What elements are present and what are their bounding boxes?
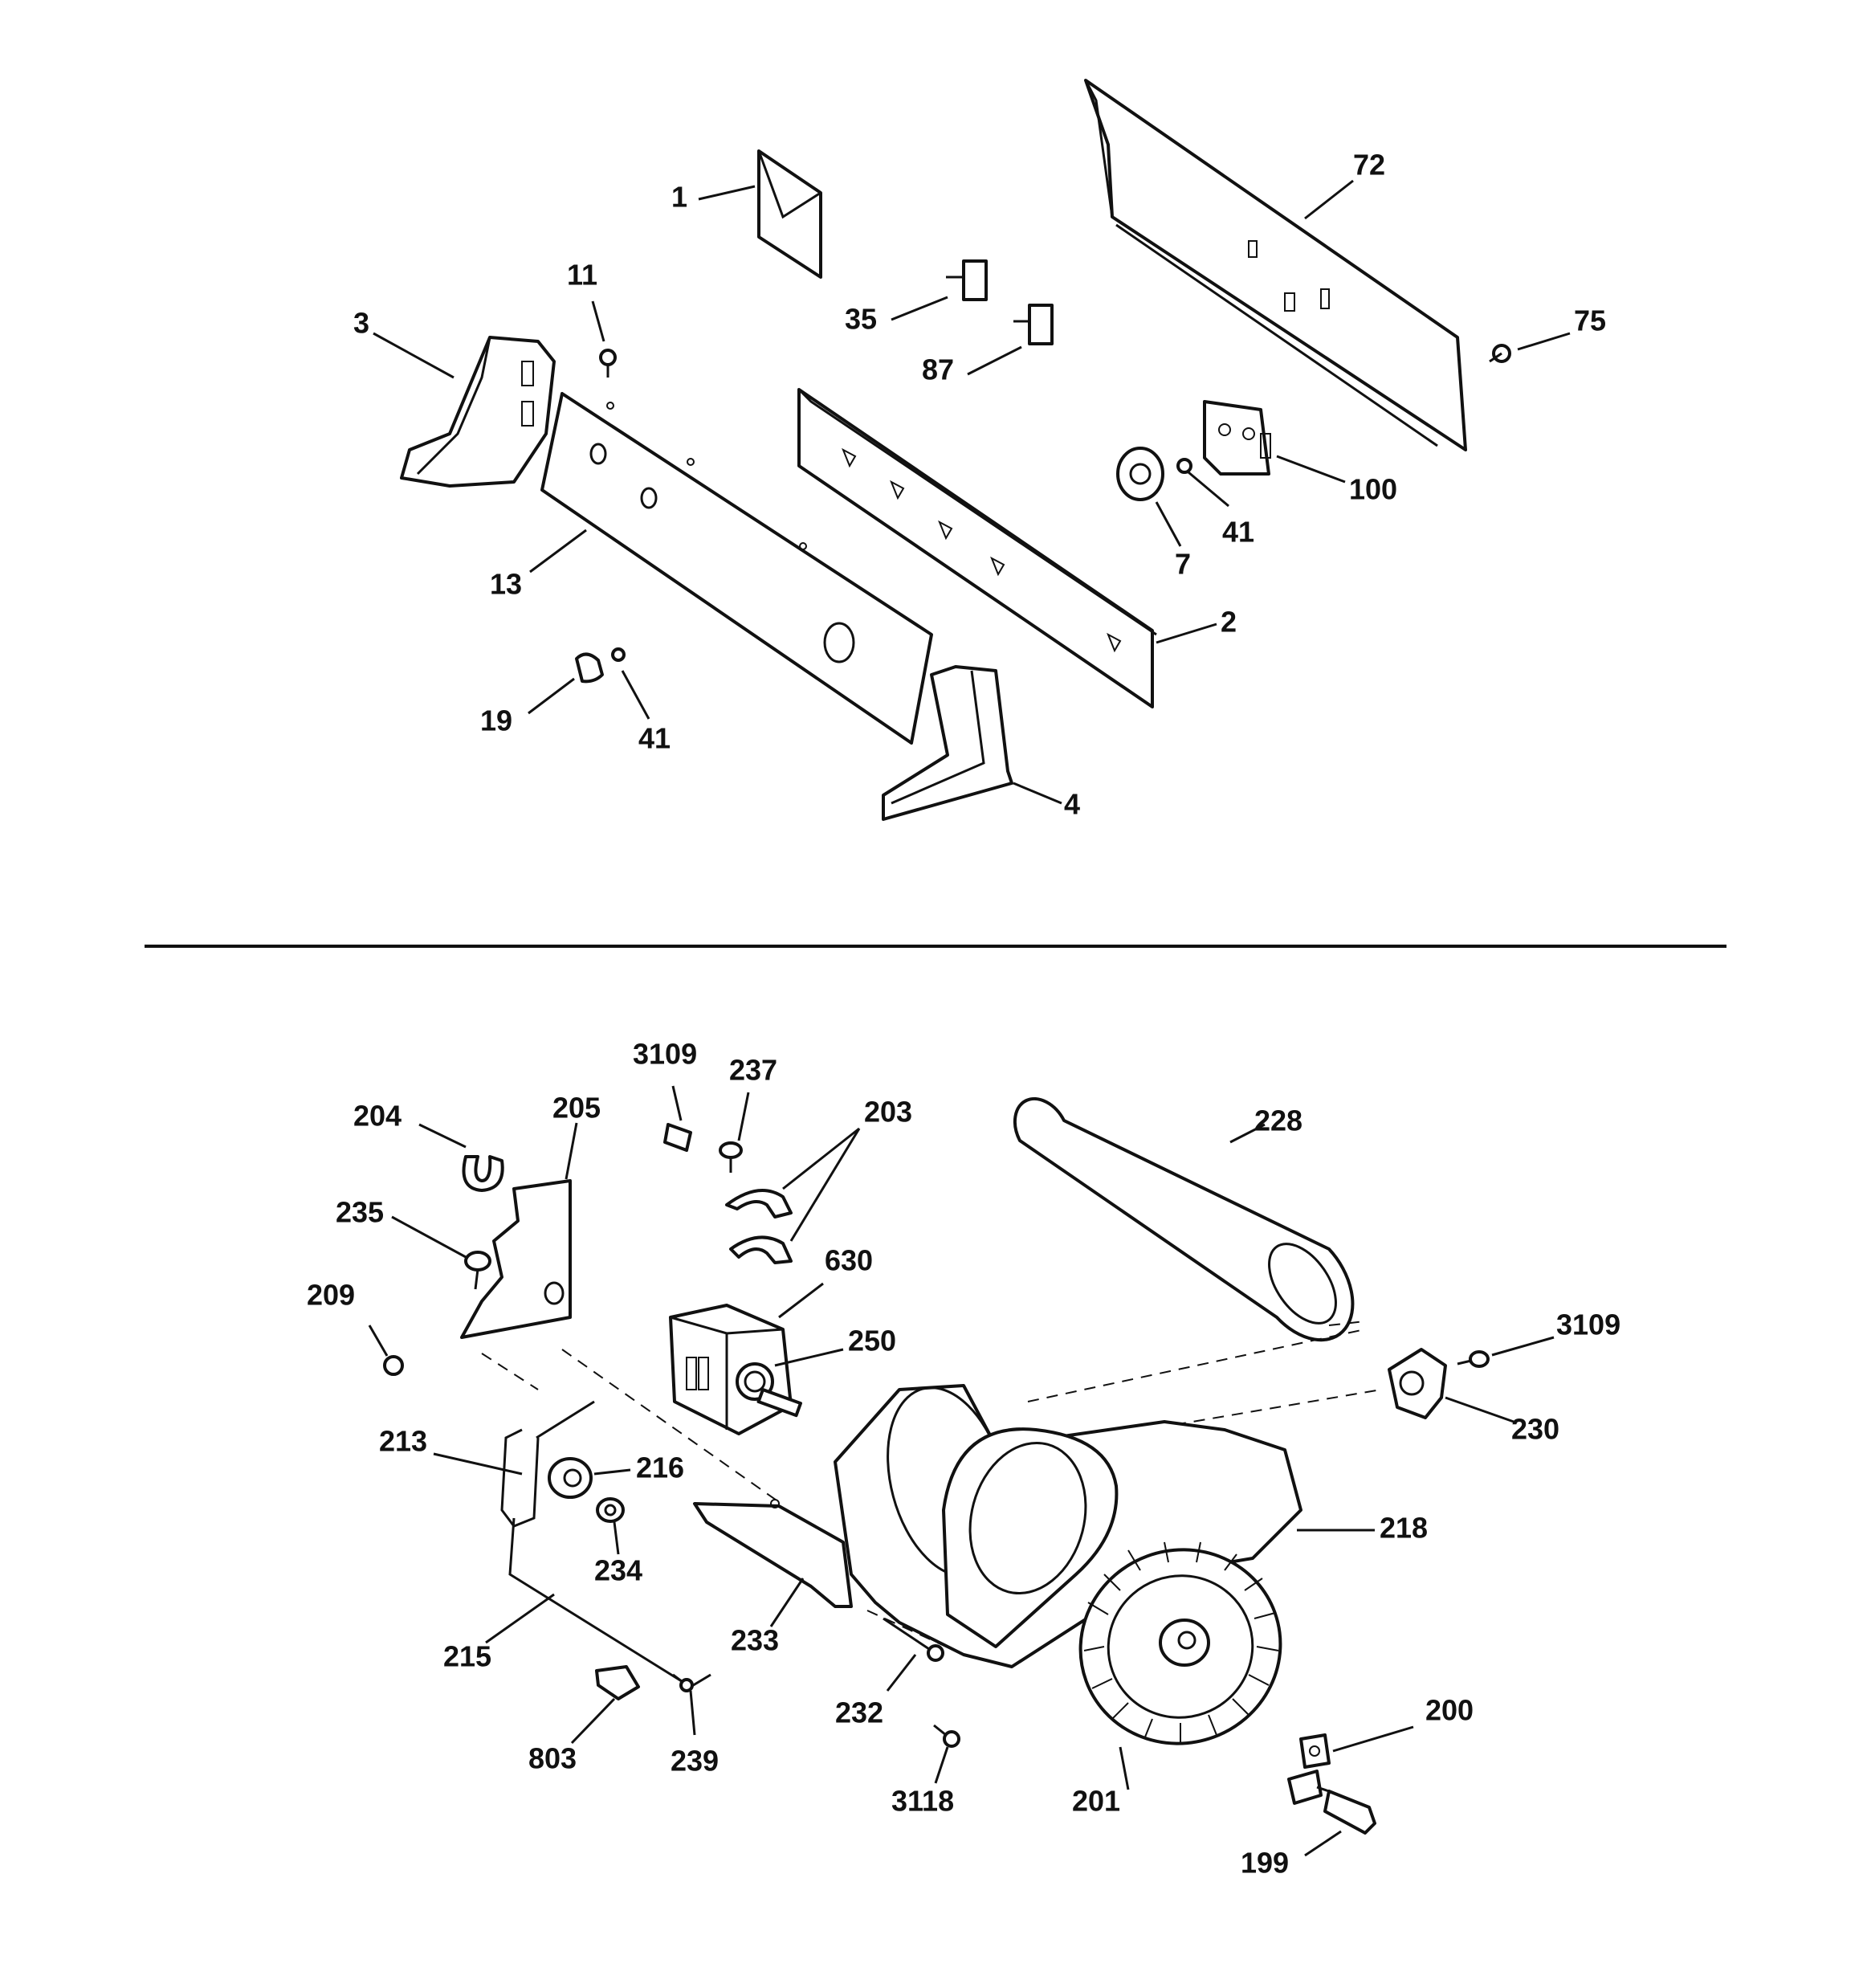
label-1: 1 (671, 181, 687, 214)
label-237: 237 (729, 1054, 777, 1087)
label-41-upper: 41 (1222, 516, 1254, 549)
guide-line (561, 1349, 780, 1503)
part-19-knob (528, 652, 604, 715)
part-218-blower-housing (834, 1384, 1375, 1668)
label-803: 803 (528, 1742, 577, 1775)
label-209: 209 (307, 1279, 355, 1312)
part-205-bracket (460, 1122, 578, 1339)
part-230-bracket (1388, 1348, 1514, 1423)
part-3118-screw (933, 1724, 960, 1784)
label-235: 235 (336, 1196, 384, 1229)
label-2: 2 (1221, 606, 1237, 639)
part-803-clip (570, 1665, 640, 1745)
label-234: 234 (594, 1554, 642, 1587)
label-216: 216 (636, 1451, 684, 1484)
label-205: 205 (552, 1092, 601, 1125)
part-4-bracket (882, 665, 1062, 821)
label-35: 35 (845, 303, 877, 336)
label-200: 200 (1425, 1694, 1474, 1727)
label-199: 199 (1241, 1847, 1289, 1880)
part-41-upper (1176, 458, 1229, 508)
part-7-knob (1116, 447, 1182, 547)
part-100-timer (1203, 400, 1346, 484)
part-234-nut (596, 1497, 625, 1555)
label-41-lower: 41 (638, 722, 671, 755)
part-35-clip (891, 259, 988, 321)
part-11-screw (591, 300, 617, 378)
label-203: 203 (864, 1096, 912, 1129)
bottom-assembly (368, 1085, 1555, 1857)
label-3118: 3118 (891, 1785, 954, 1818)
label-87: 87 (922, 353, 954, 386)
label-215: 215 (443, 1640, 491, 1673)
part-3109-screw-left (663, 1085, 692, 1152)
label-100: 100 (1349, 473, 1397, 506)
part-235-screw (391, 1215, 491, 1290)
label-3109-right: 3109 (1556, 1308, 1620, 1341)
label-72: 72 (1353, 149, 1385, 182)
part-250-shaft (736, 1348, 844, 1418)
label-7: 7 (1175, 548, 1191, 581)
part-2-channel (797, 388, 1217, 708)
label-13: 13 (490, 568, 522, 601)
label-239: 239 (671, 1745, 719, 1778)
label-630: 630 (825, 1244, 873, 1277)
label-218: 218 (1380, 1512, 1428, 1545)
callout-labels: 1 72 11 3 35 87 75 100 41 7 13 2 19 41 4… (307, 149, 1620, 1880)
part-75-screw (1489, 332, 1571, 363)
part-199-screw (1304, 1786, 1376, 1857)
part-233-duct (693, 1499, 853, 1627)
part-87-clip (967, 304, 1054, 376)
label-19: 19 (480, 704, 512, 737)
part-203-clips (725, 1127, 861, 1264)
part-237-screw (719, 1092, 750, 1173)
part-3-end-cap (373, 332, 556, 488)
part-1-envelope (698, 149, 822, 279)
label-3: 3 (353, 307, 369, 340)
label-230: 230 (1511, 1413, 1559, 1446)
part-209 (368, 1325, 404, 1376)
label-204: 204 (353, 1100, 402, 1133)
part-3109-screw-right (1457, 1336, 1555, 1368)
label-233: 233 (731, 1624, 779, 1657)
part-232-bolt (883, 1617, 944, 1692)
part-215-wire (485, 1593, 555, 1644)
part-239-screw (672, 1673, 696, 1736)
part-200-clip (1287, 1725, 1414, 1805)
guide-line (1027, 1329, 1366, 1402)
part-213-thermostat (433, 1400, 711, 1688)
part-228-exhaust-duct (1013, 1096, 1366, 1342)
part-72-back-panel (1084, 79, 1467, 451)
label-3109-left: 3109 (633, 1038, 697, 1071)
label-201: 201 (1072, 1785, 1120, 1818)
part-41-lower (611, 647, 650, 720)
label-228: 228 (1254, 1104, 1302, 1137)
label-75: 75 (1574, 304, 1606, 337)
part-216-thermostat-disc (548, 1457, 631, 1499)
label-250: 250 (848, 1325, 896, 1357)
label-4: 4 (1064, 788, 1080, 821)
top-assembly (373, 79, 1571, 821)
part-204-clip (418, 1123, 504, 1192)
guide-line (481, 1353, 539, 1390)
label-232: 232 (835, 1696, 883, 1729)
label-11: 11 (567, 259, 597, 292)
label-213: 213 (379, 1425, 427, 1458)
part-13-control-panel (529, 392, 933, 745)
part-201-blower-wheel (1078, 1541, 1282, 1790)
